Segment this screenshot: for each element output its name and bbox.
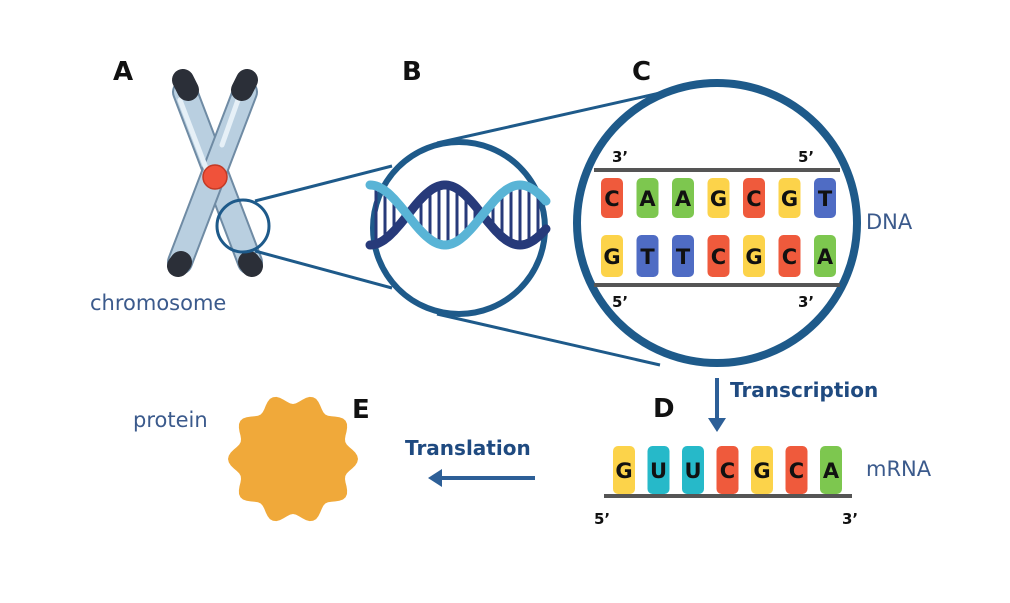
transcription-label: Transcription	[730, 378, 878, 402]
mrna-base-7	[820, 446, 842, 494]
panel-label-a: A	[113, 57, 133, 87]
dna-top-base-letter-6: G	[781, 187, 798, 211]
zoom-line-ab-bottom	[254, 249, 393, 290]
mrna-base-letter-6: C	[789, 459, 804, 483]
dna-top-base-letter-3: A	[675, 187, 692, 211]
panel-label-b: B	[402, 57, 422, 87]
mrna-base-letter-3: U	[684, 459, 701, 483]
panel-label-e: E	[352, 395, 370, 425]
centromere	[202, 164, 228, 190]
dna-top-left-end: 3’	[612, 148, 628, 166]
panel-label-d: D	[653, 394, 675, 424]
dna-bottom-base-3	[672, 235, 694, 277]
mrna-base-5	[751, 446, 773, 494]
dna-bottom-base-1	[601, 235, 623, 277]
mrna-base-3	[682, 446, 704, 494]
zoom-circle-small	[215, 198, 271, 254]
chromosome-illustration	[167, 69, 271, 277]
double-helix-illustration	[365, 139, 551, 317]
zoom-line-bc-top	[436, 91, 661, 145]
mrna-base-1	[613, 446, 635, 494]
mrna-base-letter-5: G	[753, 459, 770, 483]
dna-bottom-base-letter-1: G	[603, 245, 620, 269]
dna-top-base-3	[672, 178, 694, 218]
chromosome-label: chromosome	[90, 291, 226, 315]
dna-bottom-base-2	[636, 235, 659, 277]
protein-label: protein	[133, 408, 208, 432]
mrna-base-letter-1: G	[615, 459, 632, 483]
mrna-base-letter-7: A	[823, 459, 840, 483]
dna-bottom-base-4	[707, 235, 730, 277]
dna-top-base-6	[778, 178, 801, 218]
dna-top-base-7	[814, 178, 836, 218]
translation-label: Translation	[405, 436, 531, 460]
dna-bottom-base-letter-2: T	[640, 245, 655, 269]
dna-top-base-2	[636, 178, 659, 218]
dna-bottom-base-6	[778, 235, 801, 277]
panel-label-c: C	[632, 57, 651, 87]
mrna-base-letter-2: U	[650, 459, 667, 483]
dna-bottom-base-letter-5: G	[745, 245, 762, 269]
mrna-base-6	[785, 446, 808, 494]
dna-bottom-right-end: 3’	[798, 293, 814, 311]
dna-bottom-base-letter-4: C	[711, 245, 726, 269]
transcription-arrow	[708, 378, 726, 432]
dna-top-base-letter-1: C	[604, 187, 619, 211]
dna-bottom-base-letter-6: C	[782, 245, 797, 269]
dna-bottom-base-7	[814, 235, 836, 277]
dna-top-base-letter-7: T	[818, 187, 833, 211]
dna-bottom-left-end: 5’	[612, 293, 628, 311]
protein-illustration	[228, 396, 358, 522]
dna-top-base-4	[707, 178, 730, 218]
mrna-base-letter-4: C	[720, 459, 735, 483]
dna-label: DNA	[866, 210, 913, 234]
zoom-line-bc-bottom	[436, 312, 661, 367]
dna-bottom-base-letter-7: A	[817, 245, 834, 269]
dna-bottom-base-5	[743, 235, 765, 277]
mrna-label: mRNA	[866, 457, 932, 481]
mrna-base-4	[716, 446, 739, 494]
dna-top-base-letter-2: A	[639, 187, 656, 211]
dna-bottom-base-letter-3: T	[676, 245, 691, 269]
mrna-left-end: 5’	[594, 510, 610, 528]
dna-top-base-1	[601, 178, 623, 218]
dna-top-right-end: 5’	[798, 148, 814, 166]
mrna-base-2	[647, 446, 670, 494]
dna-top-base-5	[743, 178, 765, 218]
mrna-right-end: 3’	[842, 510, 858, 528]
zoom-line-ab-top	[254, 164, 393, 203]
dna-top-base-letter-4: G	[710, 187, 727, 211]
dna-top-base-letter-5: C	[746, 187, 761, 211]
translation-arrow	[428, 469, 535, 487]
